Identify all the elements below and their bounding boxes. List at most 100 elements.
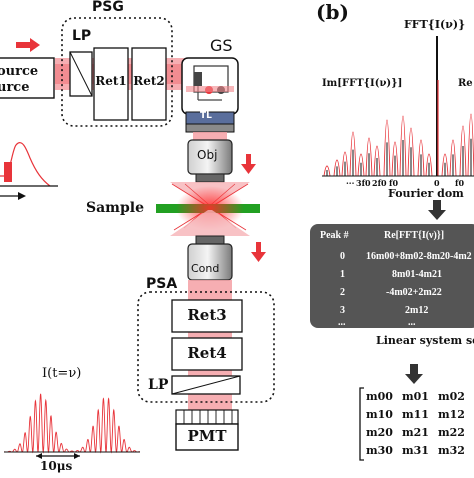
ret1-box: [93, 47, 129, 121]
table-row-3-value: 2m12: [405, 305, 429, 316]
ret3-label: Ret3: [187, 306, 227, 324]
spectrum-sketch: [0, 142, 58, 200]
tl-label: TL: [200, 111, 212, 121]
fft-peak-8: [391, 141, 399, 177]
source-box: [0, 57, 55, 99]
matrix-m30: m30: [366, 444, 393, 457]
fft-tick-0: 0: [434, 178, 440, 188]
lp-bottom-element: [171, 375, 241, 395]
gs-scanner: [181, 57, 239, 115]
scale-bar-label: 10μs: [40, 459, 73, 473]
fft-im-label: Im[FFT{I(ν)}]: [322, 78, 403, 89]
matrix-m02: m02: [438, 390, 465, 403]
focus-cone-lower: [170, 210, 250, 236]
fft-peak-2: [341, 151, 349, 177]
arrow-fft-to-table: [428, 200, 446, 220]
fft-spectrum: [323, 36, 474, 177]
matrix-m21: m21: [402, 426, 429, 439]
sample-label: Sample: [86, 200, 145, 216]
lp-top-element: [69, 51, 93, 97]
down-arrow-upper: [241, 154, 256, 174]
lp-top-label: LP: [72, 28, 92, 44]
pmt-label: PMT: [187, 427, 227, 445]
source-label-line1: ource: [0, 64, 39, 79]
fft-peak-16: [467, 113, 474, 177]
fft-tick-dots: ...: [346, 176, 355, 186]
ret4-box: [171, 337, 243, 371]
matrix-m12: m12: [438, 408, 465, 421]
table-row-0-value: 16m00+8m02-8m20-4m2: [366, 251, 472, 262]
tube-lens: [185, 111, 235, 133]
matrix-m20: m20: [366, 426, 393, 439]
psg-box: [61, 17, 173, 127]
psa-label: PSA: [146, 276, 178, 292]
matrix-brackets: [359, 387, 364, 461]
table-row-3-peak: 3: [340, 305, 345, 316]
table-row-4-peak: ...: [338, 317, 346, 328]
fft-peak-15: [459, 125, 467, 177]
matrix-m00: m00: [366, 390, 393, 403]
scale-bar: [36, 453, 80, 459]
table-header-peak: Peak #: [320, 230, 349, 241]
fft-peak-14: [449, 139, 457, 177]
input-arrow: [16, 38, 40, 52]
ret2-label: Ret2: [133, 74, 165, 88]
down-arrow-lower: [251, 242, 266, 262]
beam-tl-obj: [193, 132, 227, 140]
fft-tick-3f0: 3f0: [356, 178, 371, 188]
linear-system-label: Linear system sol: [376, 334, 474, 347]
fft-tick-f0-right: f0: [455, 178, 465, 188]
fft-peak-0: [323, 165, 331, 177]
fft-peak-4: [357, 153, 365, 177]
matrix-m32: m32: [438, 444, 465, 457]
obj-label: Obj: [197, 148, 218, 162]
table-row-1-peak: 1: [340, 269, 345, 280]
fft-re-label: Re: [458, 78, 473, 89]
fourier-domain-label: Fourier dom: [388, 187, 464, 200]
matrix-m11: m11: [402, 408, 429, 421]
fft-peak-6: [373, 145, 381, 177]
signal-trace: [3, 393, 141, 454]
pmt-detector: [175, 409, 239, 451]
table-row-4-value: ...: [408, 317, 416, 328]
matrix-m01: m01: [402, 390, 429, 403]
lp-bottom-label: LP: [148, 377, 169, 393]
fft-peak-9: [399, 115, 407, 177]
fft-peak-10: [407, 127, 415, 177]
signal-title: I(t=ν): [42, 366, 82, 381]
fft-peak-7: [383, 119, 391, 177]
fft-peak-3: [349, 131, 357, 177]
ret4-label: Ret4: [187, 344, 227, 362]
fft-tick-2f0: 2f0: [372, 178, 387, 188]
arrow-table-to-matrix: [405, 364, 423, 384]
table-row-2-value: -4m02+2m22: [386, 287, 442, 298]
fft-peak-12: [425, 153, 433, 177]
psg-label: PSG: [92, 0, 124, 15]
fft-peak-11: [417, 139, 425, 177]
panel-b-label: (b): [316, 0, 349, 24]
focus-glow: [176, 186, 244, 230]
ret2-box: [131, 47, 167, 121]
source-label-line2: urce: [0, 80, 30, 95]
fft-peak-1: [333, 159, 341, 177]
intensity-signal: [3, 393, 141, 454]
fft-title: FFT{I(ν)}: [404, 18, 466, 31]
table-row-1-value: 8m01-4m21: [392, 269, 442, 280]
cond-label: Cond: [191, 262, 220, 275]
fft-peak-5: [365, 137, 373, 177]
matrix-m10: m10: [366, 408, 393, 421]
matrix-m31: m31: [402, 444, 429, 457]
table-background: [310, 224, 474, 328]
table-row-2-peak: 2: [340, 287, 345, 298]
psa-box: [137, 291, 275, 403]
ret1-label: Ret1: [95, 74, 127, 88]
ret3-box: [171, 299, 243, 333]
fft-peak-13: [441, 153, 449, 177]
fft-tick-f0: f0: [389, 178, 399, 188]
table-header-re: Re[FFT{I(ν)}]: [384, 230, 445, 241]
table-row-0-peak: 0: [340, 251, 345, 262]
gs-label: GS: [210, 36, 233, 55]
matrix-m22: m22: [438, 426, 465, 439]
